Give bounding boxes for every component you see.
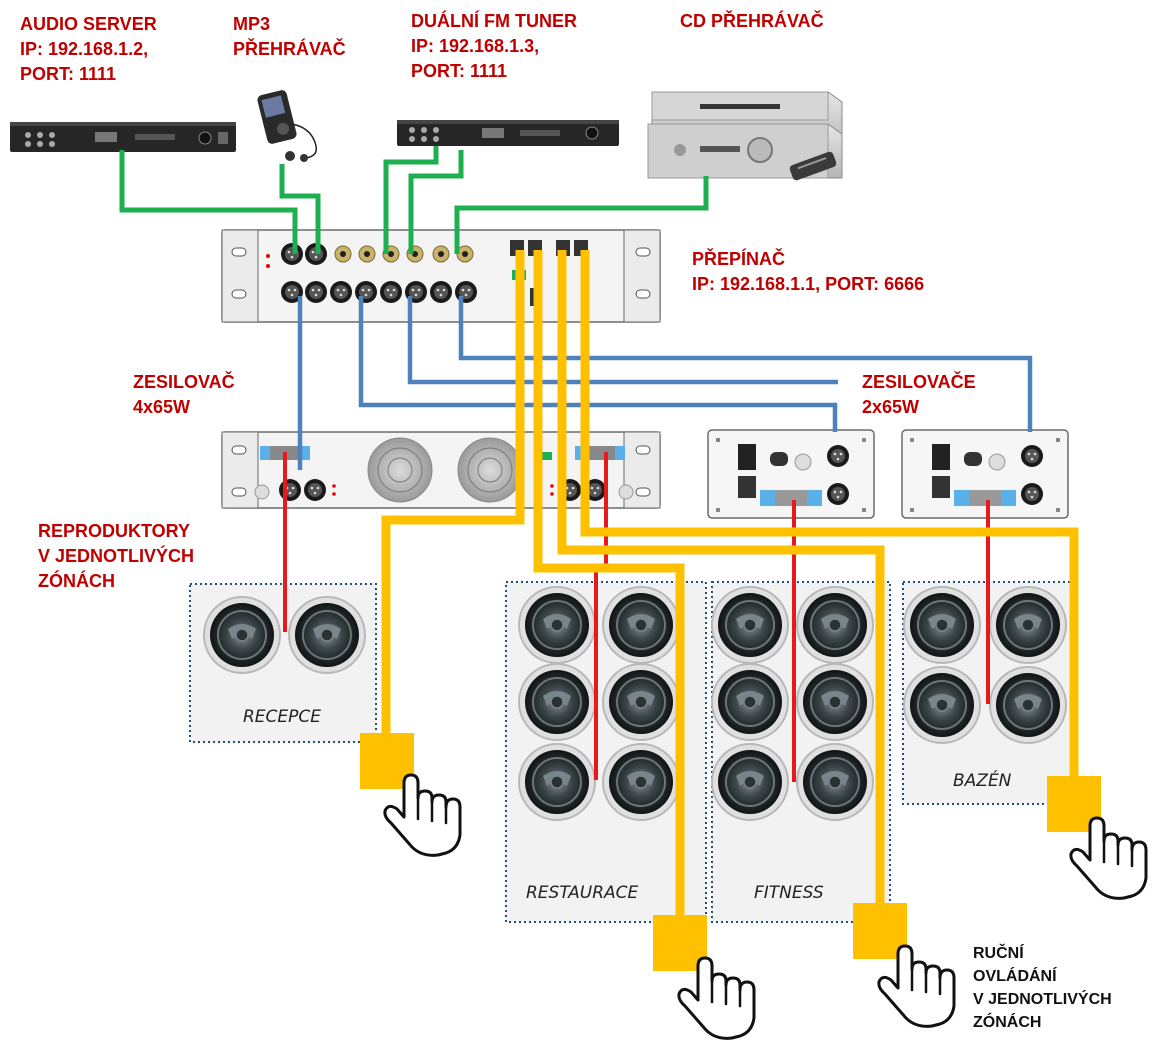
- audio-server-device: [10, 122, 236, 152]
- speaker: [518, 743, 596, 821]
- speaker: [203, 596, 281, 674]
- amplifier-cables: [297, 296, 1033, 470]
- audio-source-cables: [119, 146, 709, 254]
- zone-label-bazen: BAZÉN: [953, 771, 1012, 791]
- speaker: [518, 586, 596, 664]
- speaker: [602, 663, 680, 741]
- speaker: [602, 586, 680, 664]
- amplifier-2x65w-device-b: [901, 429, 1069, 519]
- speaker: [796, 663, 874, 741]
- control-cables: [381, 250, 1079, 922]
- speaker: [518, 663, 596, 741]
- zone-box-fitness: [711, 581, 891, 923]
- zone-label-fitness: FITNESS: [754, 883, 824, 903]
- label-cd-player: CD PŘEHRÁVAČ: [680, 11, 824, 31]
- zone-box-restaurace: [505, 581, 707, 923]
- speaker: [796, 743, 874, 821]
- speaker: [711, 743, 789, 821]
- amplifier-4x65w-device: [221, 431, 661, 509]
- zone-label-recepce: RECEPCE: [243, 707, 322, 727]
- switcher-device: [221, 229, 661, 323]
- speaker: [711, 663, 789, 741]
- speaker: [796, 586, 874, 664]
- zone-label-restaurace: RESTAURACE: [526, 883, 639, 903]
- fm-tuner-device: [397, 120, 619, 146]
- cd-player-device: [647, 91, 843, 181]
- speaker: [711, 586, 789, 664]
- speaker: [903, 666, 981, 744]
- speaker: [903, 586, 981, 664]
- speaker: [288, 596, 366, 674]
- speaker: [989, 586, 1067, 664]
- speaker: [602, 743, 680, 821]
- amplifier-2x65w-device-a: [707, 429, 875, 519]
- speaker: [989, 666, 1067, 744]
- mp3-player-device: [257, 90, 318, 162]
